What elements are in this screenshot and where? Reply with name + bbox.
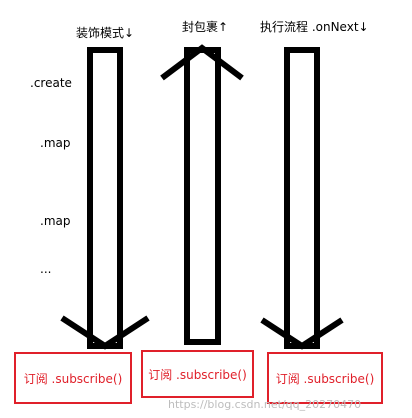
down-arrow-column-1 <box>60 47 150 350</box>
operator-create: .create <box>30 76 72 90</box>
subscribe-box-3: 订阅 .subscribe() <box>267 352 383 404</box>
subscribe-box-1: 订阅 .subscribe() <box>14 352 132 404</box>
subscribe-box-2: 订阅 .subscribe() <box>141 350 254 398</box>
up-arrow-column-2 <box>160 44 244 345</box>
down-arrow-column-3 <box>260 47 344 350</box>
watermark-text: https://blog.csdn.net/qq_20270470 <box>168 398 362 411</box>
operator-map-2: .map <box>40 214 71 228</box>
column-title-wrap: 封包裹↑ <box>182 20 229 34</box>
operator-ellipsis: ... <box>40 262 52 276</box>
operator-map-1: .map <box>40 136 71 150</box>
column-title-execution: 执行流程 .onNext↓ <box>260 20 369 34</box>
column-title-decorator: 装饰模式↓ <box>76 26 135 40</box>
